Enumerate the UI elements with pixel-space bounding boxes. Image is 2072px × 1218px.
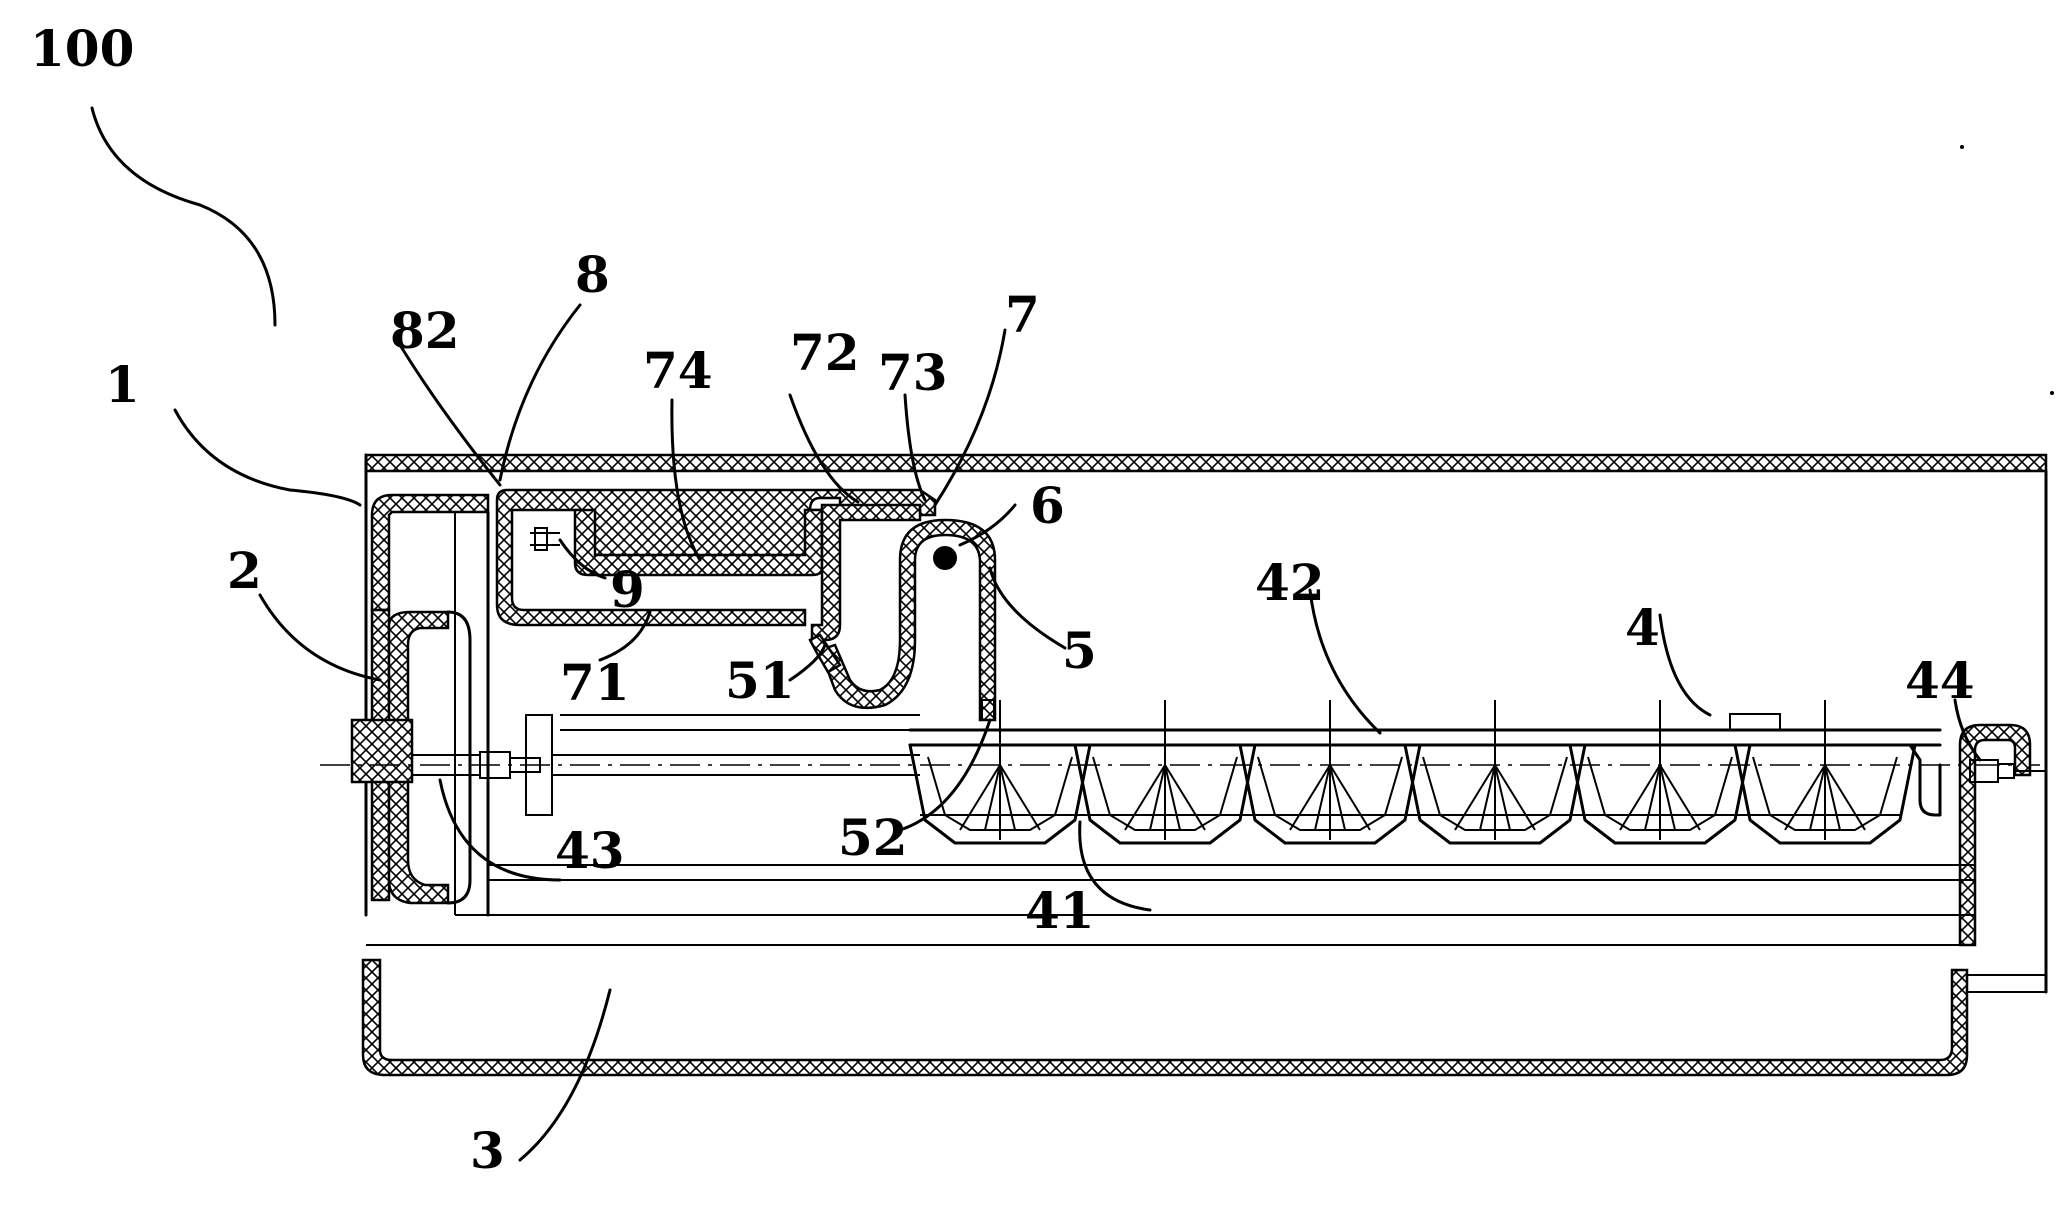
label-73: 73 [878,343,948,402]
housing-top-wall [364,453,2048,994]
label-4: 4 [1625,598,1660,657]
motor-housing [350,610,472,905]
float-pivot [933,546,957,570]
label-1: 1 [105,355,140,414]
label-52: 52 [838,808,908,867]
water-box [495,488,937,642]
label-82: 82 [390,301,460,360]
label-74: 74 [643,341,713,400]
label-42: 42 [1255,553,1325,612]
label-2: 2 [227,541,262,600]
label-7: 7 [1005,285,1040,344]
ice-tray [908,700,1942,845]
label-71: 71 [560,653,630,712]
label-41: 41 [1025,881,1095,940]
siphon-tube [808,518,997,722]
stray-dot [1960,145,1964,149]
label-100: 100 [30,19,134,78]
label-51: 51 [725,651,795,710]
leader-lines [90,106,1982,1162]
stray-dot [2050,391,2054,395]
label-3: 3 [470,1121,505,1180]
label-5: 5 [1062,621,1097,680]
right-end-wall [1958,723,2046,947]
label-72: 72 [790,323,860,382]
ice-bin [361,958,1969,1077]
drive-shaft [320,714,2040,816]
label-8: 8 [575,245,610,304]
label-43: 43 [555,821,625,880]
label-44: 44 [1905,651,1975,710]
label-9: 9 [610,560,645,619]
label-6: 6 [1030,476,1065,535]
